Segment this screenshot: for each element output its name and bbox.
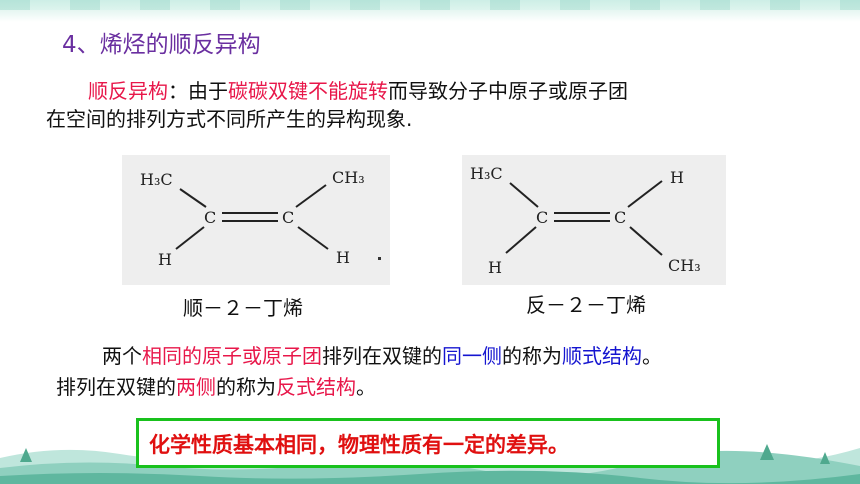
highlight-cis-structure: 顺式结构: [562, 344, 642, 368]
slide-title: 4、烯烃的顺反异构: [62, 32, 261, 58]
trans-left-bottom-group: H: [488, 258, 502, 277]
definition-colon: ：由于: [168, 79, 228, 103]
trans-2-butene-structure: H₃C H C C H CH₃: [462, 155, 726, 285]
trans-carbon-right: C: [614, 208, 626, 227]
definition-key: 碳碳双键不能旋转: [228, 79, 388, 103]
definition-line-2: 在空间的排列方式不同所产生的异构现象.: [46, 107, 413, 131]
cis-carbon-left: C: [204, 208, 216, 227]
cis-right-top-group: CH₃: [332, 168, 365, 187]
conclusion-box: 化学性质基本相同，物理性质有一定的差异。: [136, 418, 720, 468]
highlight-both-sides: 两侧: [176, 375, 216, 399]
conclusion-text: 化学性质基本相同，物理性质有一定的差异。: [149, 433, 569, 457]
explanation-line-1: 两个相同的原子或原子团排列在双键的同一侧的称为顺式结构。: [102, 343, 662, 370]
text-segment: 。: [642, 344, 662, 368]
text-segment: 。: [356, 375, 376, 399]
highlight-same-groups: 相同的原子或原子团: [142, 344, 322, 368]
text-segment: 两个: [102, 344, 142, 368]
cis-carbon-right: C: [282, 208, 294, 227]
highlight-same-side: 同一侧: [442, 344, 502, 368]
cis-left-top-group: H₃C: [140, 170, 173, 189]
cis-left-bottom-group: H: [158, 250, 172, 269]
definition-rest: 而导致分子中原子或原子团: [388, 79, 628, 103]
cis-caption: 顺－２－丁烯: [183, 296, 303, 320]
cis-right-bottom-group: H: [336, 248, 350, 267]
header-decoration: [0, 0, 860, 22]
text-segment: 排列在双键的: [322, 344, 442, 368]
definition-line-1: 顺反异构：由于碳碳双键不能旋转而导致分子中原子或原子团: [88, 78, 628, 105]
explanation-line-2: 排列在双键的两侧的称为反式结构。: [56, 374, 376, 401]
trans-caption: 反－２－丁烯: [526, 293, 646, 317]
cis-2-butene-structure: H₃C CH₃ C C H H: [122, 155, 390, 285]
definition-term: 顺反异构: [88, 79, 168, 103]
text-segment: 的称为: [216, 375, 276, 399]
text-segment: 排列在双键的: [56, 375, 176, 399]
trans-left-top-group: H₃C: [470, 164, 503, 183]
text-segment: 的称为: [502, 344, 562, 368]
highlight-trans-structure: 反式结构: [276, 375, 356, 399]
trans-right-top-group: H: [670, 168, 684, 187]
trans-carbon-left: C: [536, 208, 548, 227]
trans-right-bottom-group: CH₃: [668, 256, 701, 275]
